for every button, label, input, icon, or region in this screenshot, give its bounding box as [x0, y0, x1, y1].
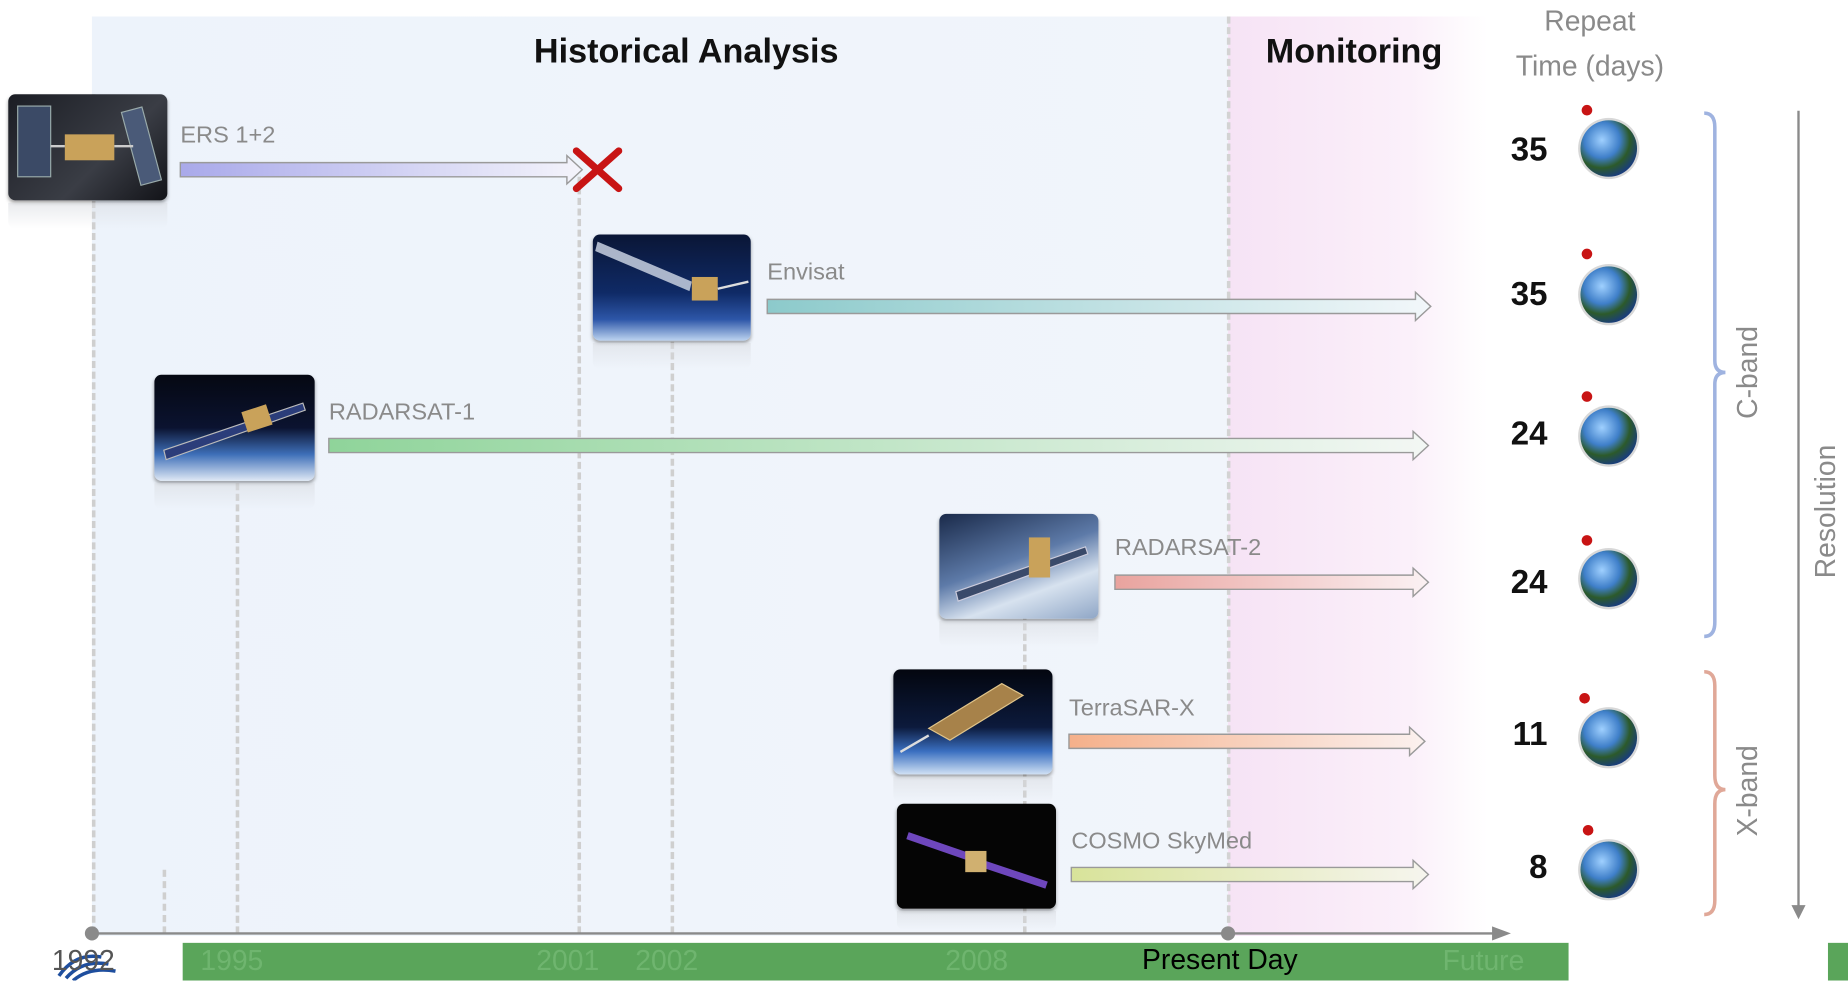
envisat-satellite-image — [592, 234, 751, 341]
year-2001: 2001 — [536, 945, 600, 978]
timeline-start-dot — [84, 926, 99, 941]
timeline-bar — [182, 942, 1569, 981]
globe-icon — [1580, 120, 1638, 177]
satellite-position-dot — [1581, 535, 1593, 546]
timeline-present-dot — [1220, 926, 1236, 941]
logo-icon — [57, 954, 116, 981]
satellite-position-dot — [1581, 104, 1593, 116]
repeat-time-line-2: Time (days) — [1515, 50, 1665, 83]
envisat-label: Envisat — [767, 259, 845, 286]
x-band-label: X-band — [1732, 745, 1765, 837]
guide-logo — [162, 869, 167, 934]
globe-icon — [1580, 841, 1638, 899]
guide-1992 — [91, 94, 96, 934]
ers-label: ERS 1+2 — [180, 122, 276, 149]
envisat-repeat-time: 35 — [1510, 275, 1548, 313]
globe-icon — [1580, 709, 1638, 767]
satellite-position-dot — [1581, 391, 1593, 402]
c-band-bracket — [1704, 111, 1726, 639]
satellite-position-dot — [1581, 248, 1593, 260]
cosmo-reflection — [896, 911, 1056, 930]
terrasarx-repeat-time: 11 — [1512, 715, 1548, 752]
repeat-time-line-1: Repeat — [1544, 5, 1636, 38]
globe-icon — [1580, 550, 1638, 607]
radarsat1-repeat-time: 24 — [1510, 414, 1548, 452]
monitoring-region — [1228, 16, 1488, 936]
terrasarx-satellite-image — [893, 669, 1053, 775]
timeline-bar-right — [1568, 942, 1828, 981]
cosmo-repeat-time: 8 — [1529, 848, 1548, 886]
radarsat1-reflection — [154, 483, 315, 510]
radarsat2-repeat-time: 24 — [1510, 563, 1548, 600]
x-band-bracket — [1704, 670, 1726, 917]
terrasarx-arrow — [1068, 725, 1426, 758]
radarsat1-label: RADARSAT-1 — [328, 399, 476, 426]
guide-present — [1226, 16, 1231, 934]
radarsat1-satellite-image — [154, 374, 315, 481]
ers-reflection — [8, 202, 168, 229]
resolution-arrowhead — [1791, 905, 1806, 920]
terrasarx-label: TerraSAR-X — [1068, 695, 1195, 722]
satellite-position-dot — [1582, 824, 1594, 836]
cosmo-satellite-image — [896, 803, 1056, 909]
radarsat2-satellite-image — [939, 513, 1099, 619]
timeline-axis-arrowhead — [1492, 926, 1511, 941]
terrasarx-reflection — [893, 776, 1053, 803]
future-label: Future — [1442, 945, 1525, 978]
guide-2002 — [670, 341, 675, 934]
ers-arrow — [179, 153, 584, 186]
satellite-position-dot — [1579, 692, 1590, 704]
guide-1995 — [235, 483, 240, 934]
ers-satellite-image — [8, 94, 168, 201]
year-2008: 2008 — [945, 945, 1009, 978]
cosmo-arrow — [1070, 858, 1430, 891]
radarsat1-arrow — [328, 429, 1430, 462]
year-1992: 1992 — [51, 945, 115, 978]
envisat-arrow — [766, 290, 1432, 323]
globe-icon — [1580, 266, 1638, 323]
c-band-label: C-band — [1732, 326, 1765, 419]
year-1995: 1995 — [200, 945, 264, 978]
radarsat2-arrow — [1114, 566, 1430, 598]
radarsat2-label: RADARSAT-2 — [1114, 535, 1262, 561]
end-cross-icon — [572, 147, 623, 193]
guide-2001 — [577, 176, 582, 934]
envisat-reflection — [592, 342, 751, 369]
timeline-bar-left — [0, 942, 183, 981]
year-2002: 2002 — [635, 945, 699, 978]
resolution-label: Resolution — [1810, 444, 1843, 579]
present-day-label: Present Day — [1142, 944, 1298, 976]
timeline-bar-edge — [1827, 942, 1848, 981]
repeat-time-header: Repeat Time (days) — [1490, 0, 1690, 90]
radarsat2-reflection — [939, 621, 1099, 648]
monitoring-title: Monitoring — [1265, 32, 1443, 71]
cosmo-label: COSMO SkyMed — [1071, 828, 1253, 855]
ers-repeat-time: 35 — [1510, 130, 1548, 168]
historical-analysis-title: Historical Analysis — [533, 32, 839, 71]
globe-icon — [1580, 407, 1638, 465]
